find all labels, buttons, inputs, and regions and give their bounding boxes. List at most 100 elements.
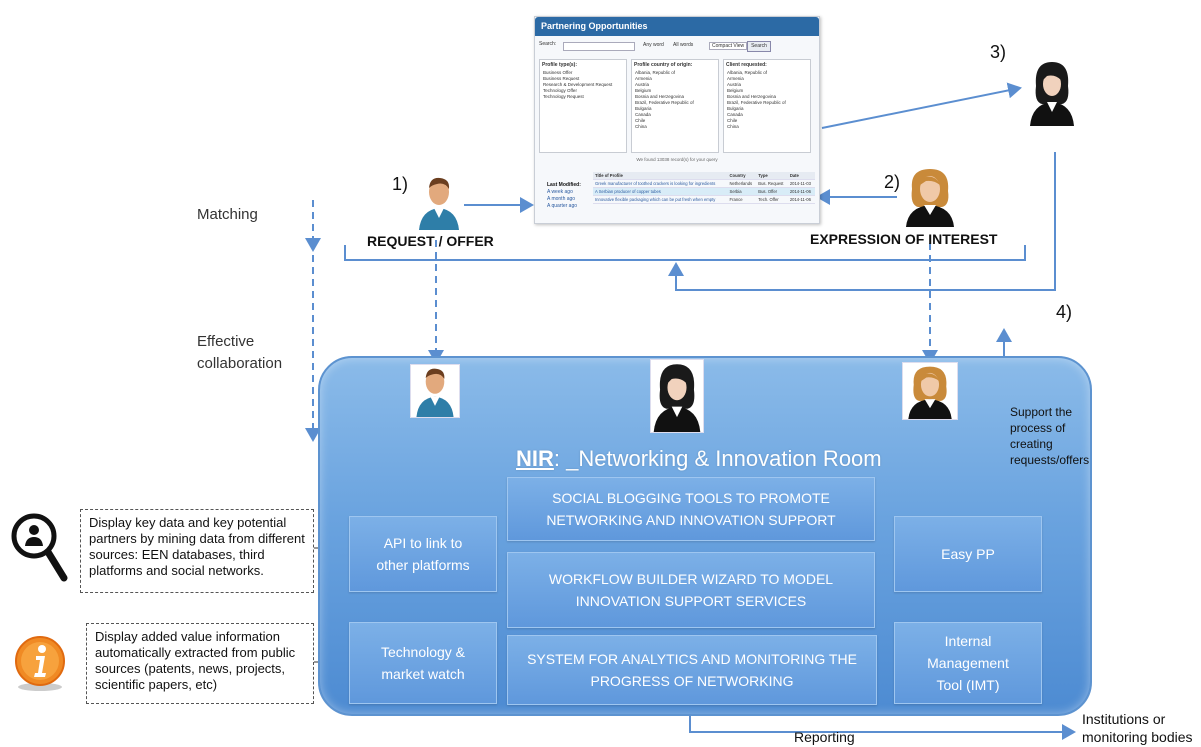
businesswoman-dark-icon [1030, 62, 1074, 126]
room-businessman [410, 364, 460, 418]
table-cell: Bus. Request [756, 179, 788, 188]
screenshot-title: Partnering Opportunities [535, 17, 819, 36]
client-item[interactable]: Bulgaria [727, 106, 744, 111]
country-item[interactable]: Canada [635, 112, 651, 117]
table-cell: Serbia [727, 187, 757, 196]
businessman-icon [416, 368, 454, 417]
search-button[interactable]: Search [747, 41, 771, 52]
room-businesswoman-dark [650, 359, 704, 433]
country-item[interactable]: Bulgaria [635, 106, 652, 111]
nir-abbr: NIR [516, 446, 554, 471]
screenshot-search-row: Search: Any word All words Compact View … [539, 41, 815, 52]
table-cell: Bus. Offer [756, 187, 788, 196]
table-cell: Tech. Offer [756, 195, 788, 204]
room-businesswoman [902, 362, 958, 420]
client-item[interactable]: Brazil, Federative Republic of [727, 100, 786, 105]
nir-title-rest: : _Networking & Innovation Room [553, 446, 882, 471]
table-cell[interactable]: Innovative flexible packaging which can … [593, 195, 728, 204]
expression-of-interest-label: EXPRESSION OF INTEREST [810, 231, 998, 247]
table-row[interactable]: Innovative flexible packaging which can … [593, 195, 815, 204]
table-row[interactable]: A Serbian producer of copper tubes Serbi… [593, 187, 815, 196]
table-cell: 2014-11-06 [787, 195, 815, 204]
reporting-label: Reporting [794, 729, 855, 745]
api-box[interactable]: API to link to other platforms [349, 516, 497, 592]
country-item[interactable]: Austria [635, 82, 650, 87]
country-panel-header: Profile country of origin: [634, 62, 693, 68]
mining-note: Display key data and key potential partn… [80, 509, 314, 593]
view-select[interactable]: Compact View [709, 42, 748, 50]
any-word-option[interactable]: Any word [643, 42, 664, 48]
businesswoman-icon [906, 169, 954, 227]
analytics-monitoring-box[interactable]: SYSTEM FOR ANALYTICS AND MONITORING THE … [507, 635, 877, 705]
country-item[interactable]: Armenia [635, 76, 652, 81]
country-item[interactable]: Bosnia and Herzegovina [635, 94, 685, 99]
step-4-label: 4) [1056, 302, 1073, 322]
step-1-label: 1) [392, 174, 409, 194]
added-value-note: Display added value information automati… [86, 623, 314, 704]
matching-bracket [344, 245, 1026, 261]
client-item[interactable]: Chile [727, 118, 738, 123]
step-3-label: 3) [990, 42, 1007, 62]
all-words-option[interactable]: All words [673, 42, 694, 48]
table-header: Type [756, 172, 788, 180]
client-item[interactable]: Albania, Republic of [727, 70, 768, 75]
client-item[interactable]: Austria [727, 82, 742, 87]
profiles-table: Title of Profile Country Type Date Greek… [593, 172, 815, 204]
country-item[interactable]: Chile [635, 118, 646, 123]
profile-item[interactable]: Business Offer [543, 70, 573, 75]
last-modified-filter: Last Modified: A week ago A month ago A … [547, 182, 581, 210]
last-modified-label: Last Modified: [547, 182, 581, 188]
country-item[interactable]: China [635, 124, 647, 129]
nir-title: NIR: _Networking & Innovation Room [516, 446, 882, 472]
country-item[interactable]: Belgium [635, 88, 652, 93]
profile-item[interactable]: Research & Development Request [543, 82, 613, 87]
table-cell[interactable]: Greek manufacturer of toothed crackers i… [593, 179, 728, 188]
matching-label: Matching [197, 206, 258, 223]
results-count: We found 13038 record(s) for your query [636, 157, 718, 162]
country-item[interactable]: Brazil, Federative Republic of [635, 100, 694, 105]
magnifier-search-icon [11, 513, 68, 582]
client-item[interactable]: China [727, 124, 739, 129]
profile-item[interactable]: Technology Request [543, 94, 584, 99]
client-item[interactable]: Canada [727, 112, 743, 117]
client-item[interactable]: Bosnia and Herzegovina [727, 94, 777, 99]
last-modified-link[interactable]: A month ago [547, 196, 576, 202]
last-modified-link[interactable]: A quarter ago [547, 203, 578, 209]
support-label: Support the process of creating requests… [1010, 405, 1090, 467]
easy-pp-box[interactable]: Easy PP [894, 516, 1042, 592]
table-header: Country [727, 172, 757, 180]
step-2-label: 2) [884, 172, 901, 192]
businesswoman-dark-icon [653, 364, 701, 432]
table-cell: Netherlands [727, 179, 757, 188]
table-cell: 2014-11-06 [787, 187, 815, 196]
table-header: Title of Profile [593, 172, 728, 180]
social-blogging-box[interactable]: SOCIAL BLOGGING TOOLS TO PROMOTE NETWORK… [507, 477, 875, 541]
client-panel: Client requested: Albania, Republic of A… [723, 59, 811, 153]
partnering-screenshot: Partnering Opportunities Search: Any wor… [534, 16, 820, 224]
table-cell[interactable]: A Serbian producer of copper tubes [593, 187, 728, 196]
request-offer-label: REQUEST / OFFER [367, 233, 494, 249]
effective-collaboration-label: Effective collaboration [197, 333, 283, 372]
client-panel-header: Client requested: [726, 62, 767, 68]
search-input[interactable] [563, 42, 635, 51]
table-cell: France [727, 195, 757, 204]
client-item[interactable]: Belgium [727, 88, 744, 93]
institutions-label: Institutions or monitoring bodies [1082, 711, 1193, 745]
table-header: Date [787, 172, 815, 180]
imt-box[interactable]: Internal Management Tool (IMT) [894, 622, 1042, 704]
profile-type-panel: Profile type(s): Business Offer Business… [539, 59, 627, 153]
technology-market-watch-box[interactable]: Technology & market watch [349, 622, 497, 704]
businessman-icon [419, 177, 459, 230]
profile-panel-header: Profile type(s): [542, 62, 578, 68]
client-item[interactable]: Armenia [727, 76, 744, 81]
last-modified-link[interactable]: A week ago [547, 189, 573, 195]
profile-item[interactable]: Technology Offer [543, 88, 577, 93]
country-panel: Profile country of origin: Albania, Repu… [631, 59, 719, 153]
workflow-builder-box[interactable]: WORKFLOW BUILDER WIZARD TO MODEL INNOVAT… [507, 552, 875, 628]
profile-item[interactable]: Business Request [543, 76, 580, 81]
table-row[interactable]: Greek manufacturer of toothed crackers i… [593, 179, 815, 188]
country-item[interactable]: Albania, Republic of [635, 70, 676, 75]
businesswoman-icon [908, 366, 952, 419]
table-cell: 2014-11-03 [787, 179, 815, 188]
info-icon [15, 636, 65, 691]
